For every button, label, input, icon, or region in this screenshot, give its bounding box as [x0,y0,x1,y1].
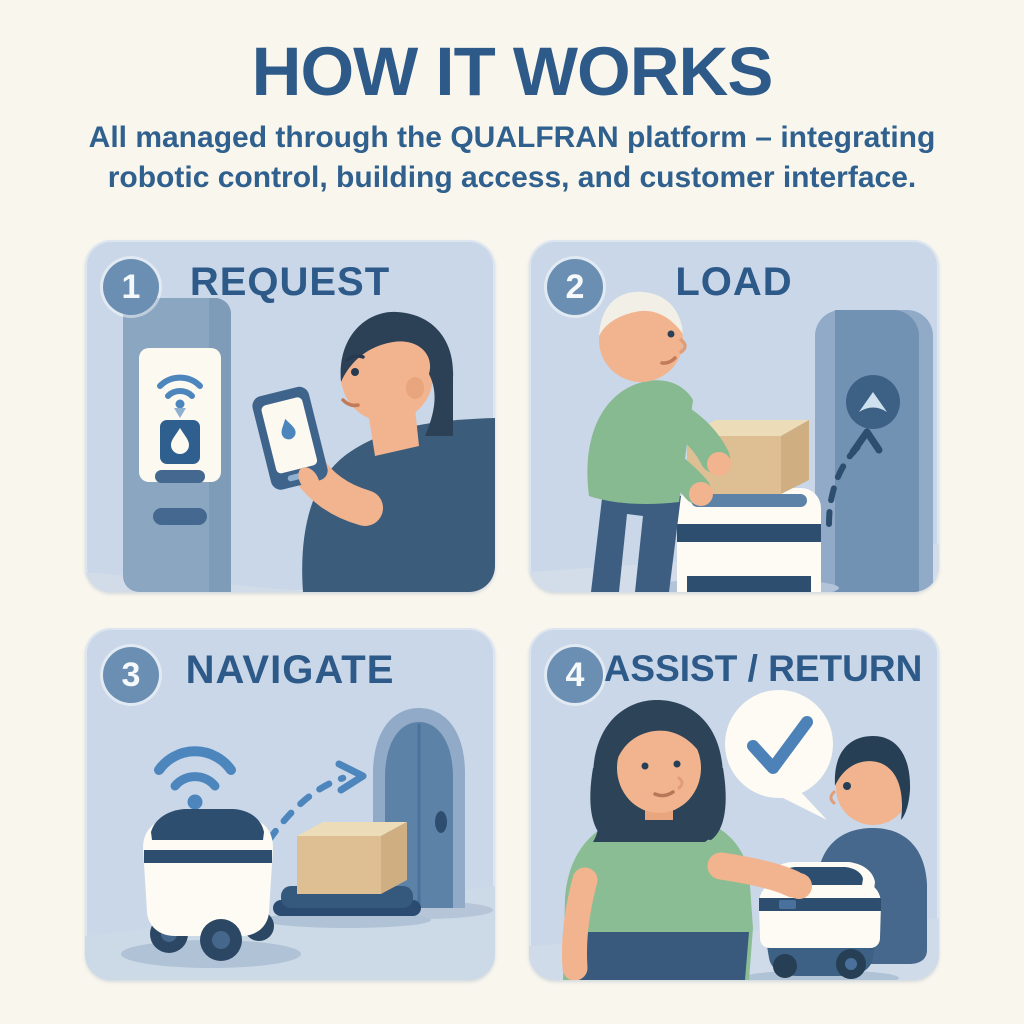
package-box-icon [687,420,809,494]
elderly-man-figure [587,291,731,592]
load-illustration [529,291,939,592]
step-panel-load: 2 LOAD [529,240,939,592]
dashed-arrow-right-icon [265,760,367,844]
step-number: 2 [565,267,585,306]
page-subtitle: All managed through the QUALFRAN platfor… [88,121,936,195]
step-number: 4 [565,655,585,694]
steps-grid: 1 REQUEST [85,240,939,980]
water-drop-icon [160,420,200,464]
step-number: 1 [121,267,141,306]
step-label: NAVIGATE [185,648,395,692]
navigate-illustration [85,708,495,980]
dashed-arrow-up-icon [826,428,883,527]
step-number-badge: 3 [103,647,159,703]
woman-staff-figure [562,700,812,980]
delivery-robot-icon [649,488,839,592]
customer-figure [288,311,495,592]
delivery-robot-icon [121,809,301,968]
step-number-badge: 1 [103,259,159,315]
header: HOW IT WORKS All managed through the QUA… [0,0,1024,198]
step-panel-request: 1 REQUEST [85,240,495,592]
wifi-icon [157,374,203,399]
step-number: 3 [121,655,141,694]
step-label: ASSIST / RETURN [603,648,923,689]
package-box-icon [297,822,407,894]
water-drop-icon [281,418,296,440]
request-illustration [85,298,495,592]
wifi-icon [154,746,236,791]
assist-return-illustration [529,690,939,980]
checkmark-icon [747,716,813,774]
smartphone-icon [252,386,328,490]
page-title: HOW IT WORKS [251,33,774,110]
step-label: REQUEST [189,260,391,304]
step-panel-navigate: 3 NAVIGATE [85,628,495,980]
step-number-badge: 2 [547,259,603,315]
step-label: LOAD [675,260,793,304]
step-panel-assist-return: 4 ASSIST / RETURN [529,628,939,980]
kiosk-icon [123,298,231,592]
speech-bubble-icon [725,690,833,820]
door-icon [815,310,933,592]
elevator-up-button-icon [846,375,900,429]
step-number-badge: 4 [547,647,603,703]
